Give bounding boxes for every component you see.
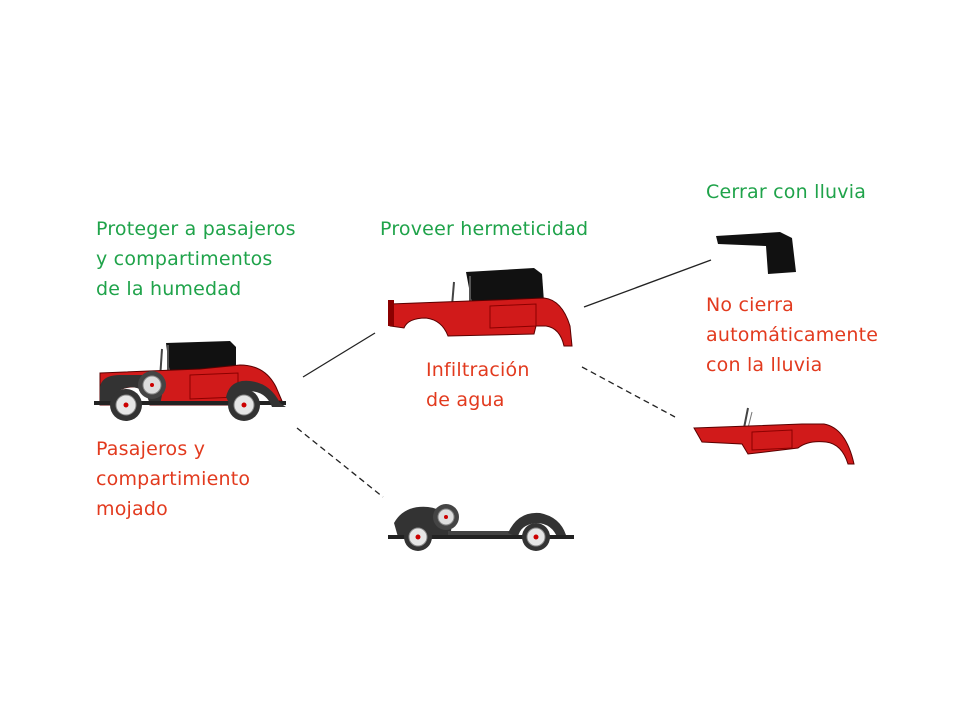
full-car-icon <box>94 341 286 421</box>
connector-body-lower <box>581 366 676 418</box>
body-function-label: Proveer hermeticidad <box>380 218 589 240</box>
car-body-icon <box>388 268 573 347</box>
connector-root-chassis <box>296 427 384 498</box>
top-failure-label: No cierra automáticamente con la lluvia <box>706 294 879 376</box>
root-function-label: Proteger a pasajeros y compartimentos de… <box>96 218 296 300</box>
connector-root-body <box>302 332 376 378</box>
top-function-label: Cerrar con lluvia <box>706 181 867 203</box>
soft-top-icon <box>716 232 796 274</box>
lower-body-icon <box>693 407 855 465</box>
connector-body-top <box>583 259 712 308</box>
root-failure-label: Pasajeros y compartimiento mojado <box>96 438 251 520</box>
chassis-icon <box>388 504 574 551</box>
body-failure-label: Infiltración de agua <box>426 359 530 411</box>
